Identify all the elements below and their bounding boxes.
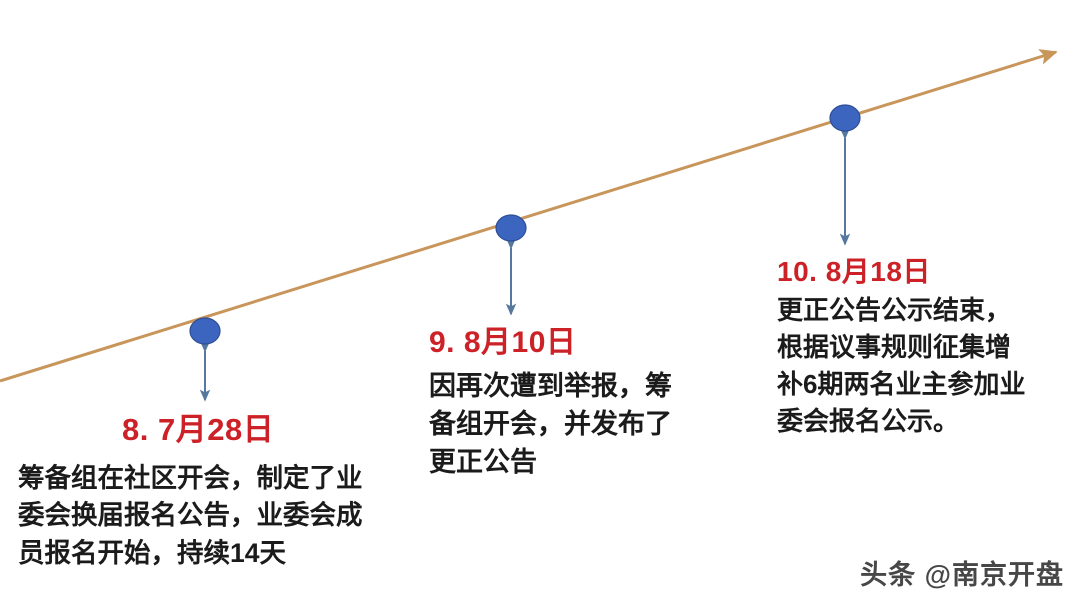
timeline-marker-8[interactable] bbox=[189, 317, 221, 345]
timeline-event-10: 10. 8月18日 更正公告公示结束， 根据议事规则征集增 补6期两名业主参加业… bbox=[777, 256, 1077, 440]
event-marker-group-9 bbox=[495, 214, 527, 316]
timeline-axis-arrow bbox=[0, 49, 1058, 383]
watermark-text: 头条 @南京开盘 bbox=[860, 560, 1064, 590]
event-marker-group-10 bbox=[829, 104, 861, 246]
timeline-event-9: 9. 8月10日 因再次遭到举报，筹 备组开会，并发布了 更正公告 bbox=[429, 326, 729, 481]
timeline-marker-9[interactable] bbox=[495, 214, 527, 242]
event-date-9: 9. 8月10日 bbox=[429, 326, 577, 359]
timeline-event-8: 8. 7月28日 筹备组在社区开会，制定了业 委会换届报名公告，业委会成 员报名… bbox=[18, 412, 408, 573]
event-date-8: 8. 7月28日 bbox=[122, 412, 275, 447]
event-description-10: 更正公告公示结束， 根据议事规则征集增 补6期两名业主参加业 委会报名公示。 bbox=[777, 295, 1026, 436]
event-description-8: 筹备组在社区开会，制定了业 委会换届报名公告，业委会成 员报名开始，持续14天 bbox=[18, 462, 363, 568]
timeline-marker-10[interactable] bbox=[829, 104, 861, 132]
event-description-9: 因再次遭到举报，筹 备组开会，并发布了 更正公告 bbox=[429, 370, 672, 478]
event-marker-group-8 bbox=[189, 317, 221, 402]
event-date-10: 10. 8月18日 bbox=[777, 256, 931, 287]
